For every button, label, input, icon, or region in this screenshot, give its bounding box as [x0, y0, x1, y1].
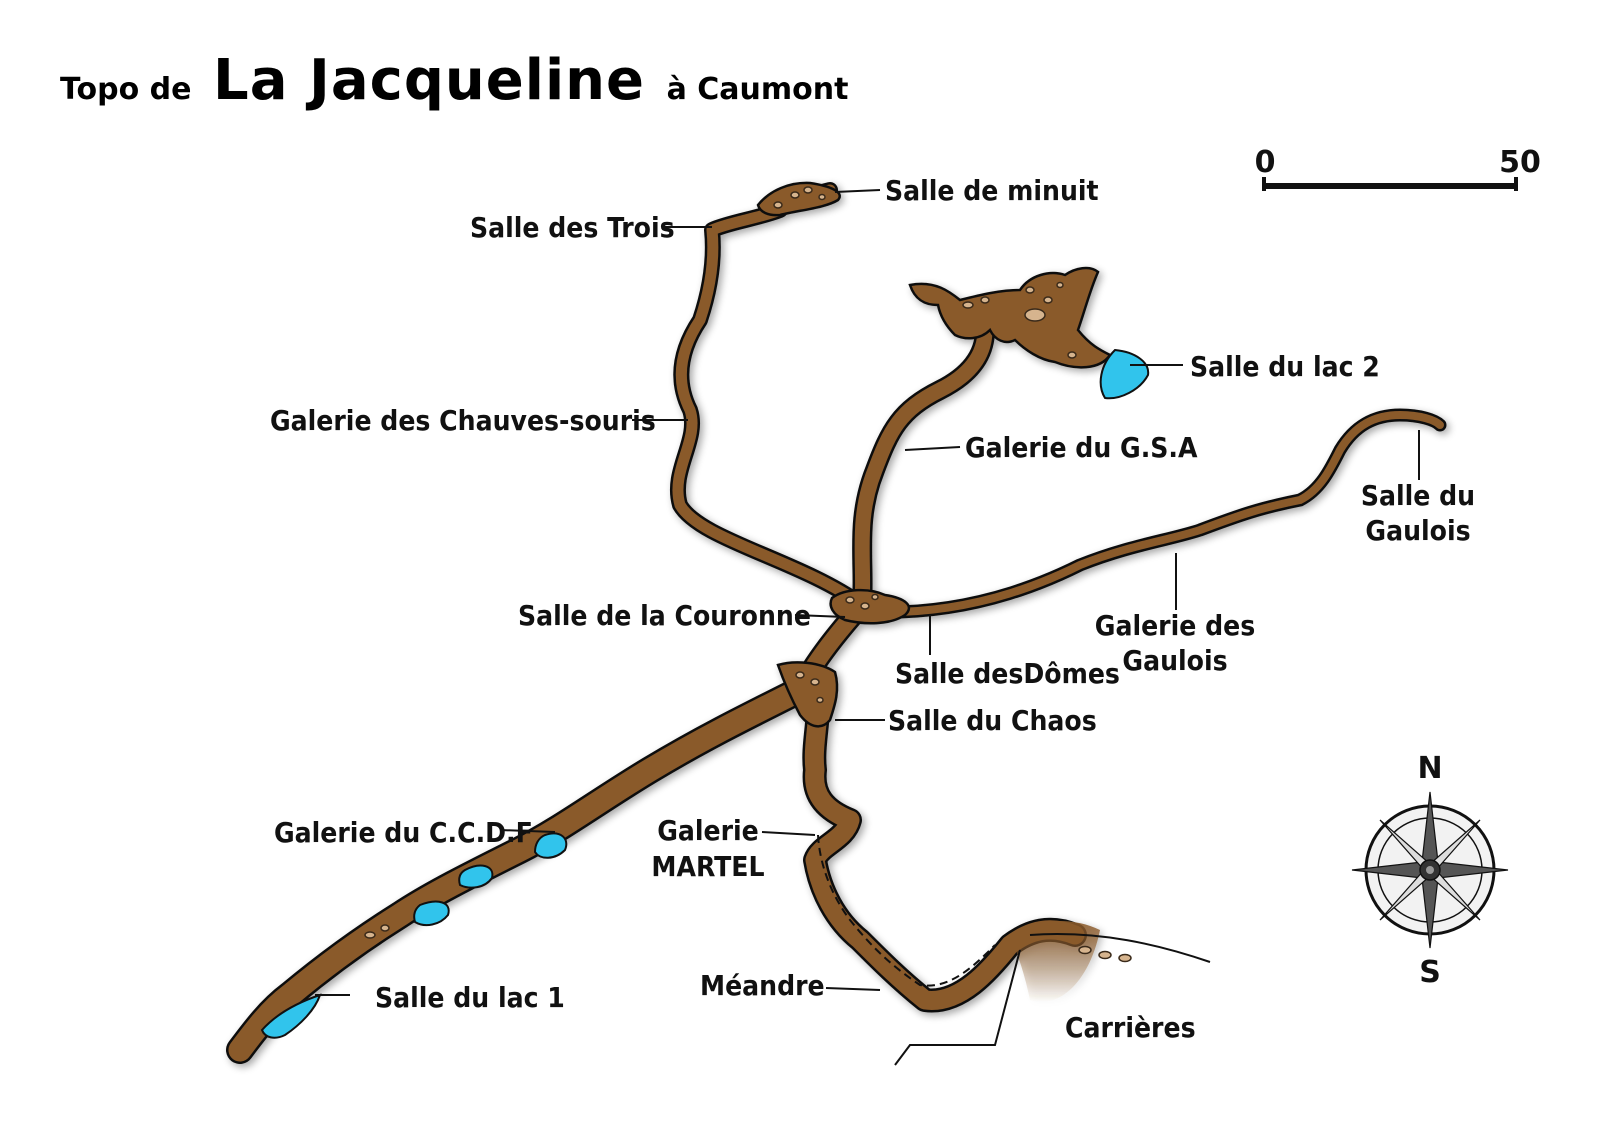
boulder [1025, 286, 1035, 294]
boulder [980, 296, 990, 304]
label-salle-du-gaulois-line1: Salle du [1361, 479, 1475, 512]
chamber-salle-chaos [776, 661, 839, 728]
passage-gaulois [896, 411, 1444, 616]
lake-salle-du-lac-1 [260, 993, 322, 1039]
lake-ccdf-1 [533, 832, 568, 859]
boulder [845, 596, 855, 604]
boulder [1078, 945, 1092, 955]
label-salle-des-trois: Salle des Trois [470, 211, 675, 244]
scale-min-label: 0 [1255, 145, 1276, 180]
label-galerie-martel-line1: Galerie [657, 814, 759, 847]
boulder [380, 924, 390, 932]
boulder [1067, 351, 1077, 359]
boulder [364, 931, 376, 939]
boulder [816, 696, 824, 704]
title-prefix: Topo de [60, 72, 192, 107]
boulder [1098, 950, 1112, 960]
leader-galerie-gsa [904, 446, 961, 451]
boulder [810, 678, 820, 686]
leader-lines [315, 189, 1420, 996]
scale-bar-line [1262, 183, 1518, 189]
label-carrieres: Carrières [1065, 1011, 1196, 1044]
boulder [860, 602, 870, 610]
compass-rose-icon: N S [1351, 751, 1509, 990]
boulder [803, 186, 813, 194]
boulder [790, 191, 800, 199]
boulder [818, 193, 826, 201]
boulder [1118, 953, 1132, 963]
scale-tick-end [1514, 177, 1518, 191]
boulder [1043, 296, 1053, 304]
boulder [871, 593, 879, 601]
label-galerie-chauves-souris: Galerie des Chauves-souris [270, 404, 656, 437]
label-galerie-gsa: Galerie du G.S.A [965, 431, 1198, 464]
label-salle-du-lac-1: Salle du lac 1 [375, 981, 565, 1014]
label-salle-du-lac-2: Salle du lac 2 [1190, 350, 1380, 383]
pillar [1024, 308, 1046, 322]
label-salle-de-minuit: Salle de minuit [885, 174, 1099, 207]
passage-gsa [854, 322, 993, 613]
place-labels: Salle de minuit Salle des Trois Galerie … [270, 174, 1475, 1044]
leader-galerie-martel [761, 831, 816, 836]
boulder-clusters [364, 186, 1132, 963]
lake-salle-du-lac-2 [1099, 348, 1150, 400]
label-galerie-martel-line2: MARTEL [651, 850, 764, 883]
label-galerie-gaulois-line1: Galerie des [1095, 609, 1255, 642]
label-salle-chaos: Salle du Chaos [888, 704, 1097, 737]
map-title: Topo de La Jacqueline à Caumont [60, 48, 848, 113]
boulder [773, 201, 783, 209]
scale-tick-start [1262, 177, 1266, 191]
boulder [795, 671, 805, 679]
quarry-carrieres-area [1010, 920, 1100, 1002]
label-meandre: Méandre [700, 969, 825, 1002]
compass-south-label: S [1419, 955, 1441, 990]
leader-salle-couronne [794, 614, 846, 618]
passage-chauves-souris-outline [670, 182, 870, 613]
lake-ccdf-2 [458, 864, 494, 889]
title-cave-name: La Jacqueline [213, 48, 645, 113]
scale-max-label: 50 [1499, 145, 1541, 180]
label-salle-couronne: Salle de la Couronne [518, 599, 811, 632]
scale-bar: 0 50 [1255, 145, 1541, 191]
label-salle-domes: Salle desDômes [895, 657, 1120, 690]
compass-north-label: N [1417, 751, 1442, 786]
lakes [260, 348, 1150, 1039]
label-salle-du-gaulois-line2: Gaulois [1365, 514, 1470, 547]
boulder [1056, 281, 1064, 289]
chamber-salle-couronne [829, 588, 911, 625]
title-suffix: à Caumont [666, 72, 849, 107]
leader-galerie-ccdf [499, 829, 556, 833]
surface-lines [894, 933, 1211, 1066]
label-galerie-ccdf: Galerie du C.C.D.F [274, 816, 533, 849]
quarry-boundary-line [894, 949, 1021, 1066]
passage-martel [804, 680, 1085, 1010]
leader-meandre [825, 987, 881, 991]
chamber-upper-complex [908, 266, 1112, 369]
leader-salle-de-minuit [834, 189, 881, 193]
boulder [962, 301, 974, 309]
chamber-salle-de-minuit [756, 181, 841, 217]
label-galerie-gaulois-line2: Gaulois [1122, 644, 1227, 677]
lake-ccdf-3 [413, 900, 450, 927]
surface-line-right [1029, 933, 1211, 963]
